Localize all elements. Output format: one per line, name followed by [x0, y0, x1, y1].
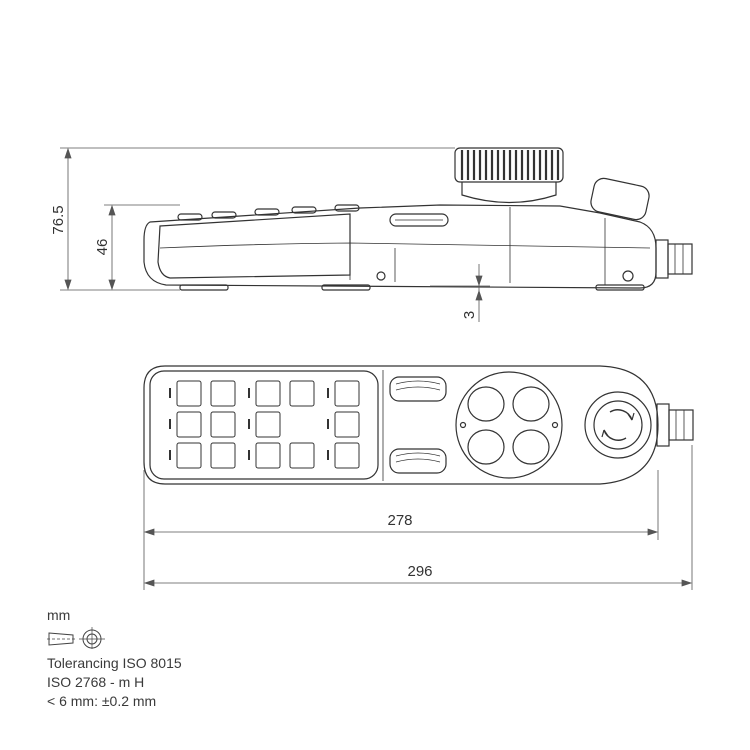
enabling-switch-top	[389, 376, 447, 402]
handwheel-lobe	[467, 386, 505, 422]
tolerance-line-3: < 6 mm: ±0.2 mm	[47, 693, 157, 709]
dim-label-3: 3	[461, 311, 478, 319]
first-angle-projection-icon	[47, 627, 105, 649]
side-key	[211, 211, 237, 219]
handwheel-lobe	[512, 386, 550, 422]
key	[289, 380, 315, 407]
side-dimensions	[60, 147, 490, 322]
top-body-outline	[143, 365, 659, 485]
key	[176, 380, 202, 407]
key	[334, 442, 360, 469]
key	[255, 411, 281, 438]
emergency-stop-side	[590, 177, 650, 221]
side-foot	[321, 284, 371, 291]
emergency-stop-top	[584, 391, 652, 459]
key	[176, 442, 202, 469]
tolerance-line-2: ISO 2768 - m H	[47, 674, 145, 690]
handwheel-lobe	[512, 429, 550, 465]
unit-label: mm	[47, 607, 71, 623]
tolerance-line-1: Tolerancing ISO 8015	[47, 655, 182, 671]
key	[210, 380, 236, 407]
handwheel-top	[455, 371, 563, 479]
key	[255, 380, 281, 407]
key	[210, 442, 236, 469]
side-foot	[595, 284, 645, 291]
handwheel-knurl	[460, 150, 560, 180]
side-key	[254, 208, 280, 216]
handwheel-lobe	[467, 429, 505, 465]
dim-label-278: 278	[387, 512, 412, 529]
key	[334, 380, 360, 407]
key	[210, 411, 236, 438]
side-key	[334, 204, 360, 212]
side-key	[291, 206, 317, 214]
dim-label-296: 296	[407, 563, 432, 580]
side-key	[177, 213, 203, 221]
side-view	[143, 147, 693, 291]
side-slot	[389, 213, 449, 227]
side-body-inner	[157, 213, 351, 279]
connector-top	[656, 403, 670, 447]
enabling-switch-bottom	[389, 448, 447, 474]
tolerance-notes: mm Tolerancing ISO 8015 ISO 2768 - m H <…	[47, 606, 182, 711]
dim-label-76-5: 76.5	[50, 205, 67, 234]
dim-label-46: 46	[94, 239, 111, 256]
keypad-panel	[149, 370, 379, 480]
side-foot	[179, 284, 229, 291]
key	[289, 442, 315, 469]
top-view	[143, 365, 694, 485]
handwheel-knob	[454, 147, 564, 183]
keypad-keys	[169, 380, 360, 469]
top-dimensions	[143, 445, 693, 590]
key	[255, 442, 281, 469]
key	[176, 411, 202, 438]
key	[334, 411, 360, 438]
connector-side	[655, 239, 669, 279]
